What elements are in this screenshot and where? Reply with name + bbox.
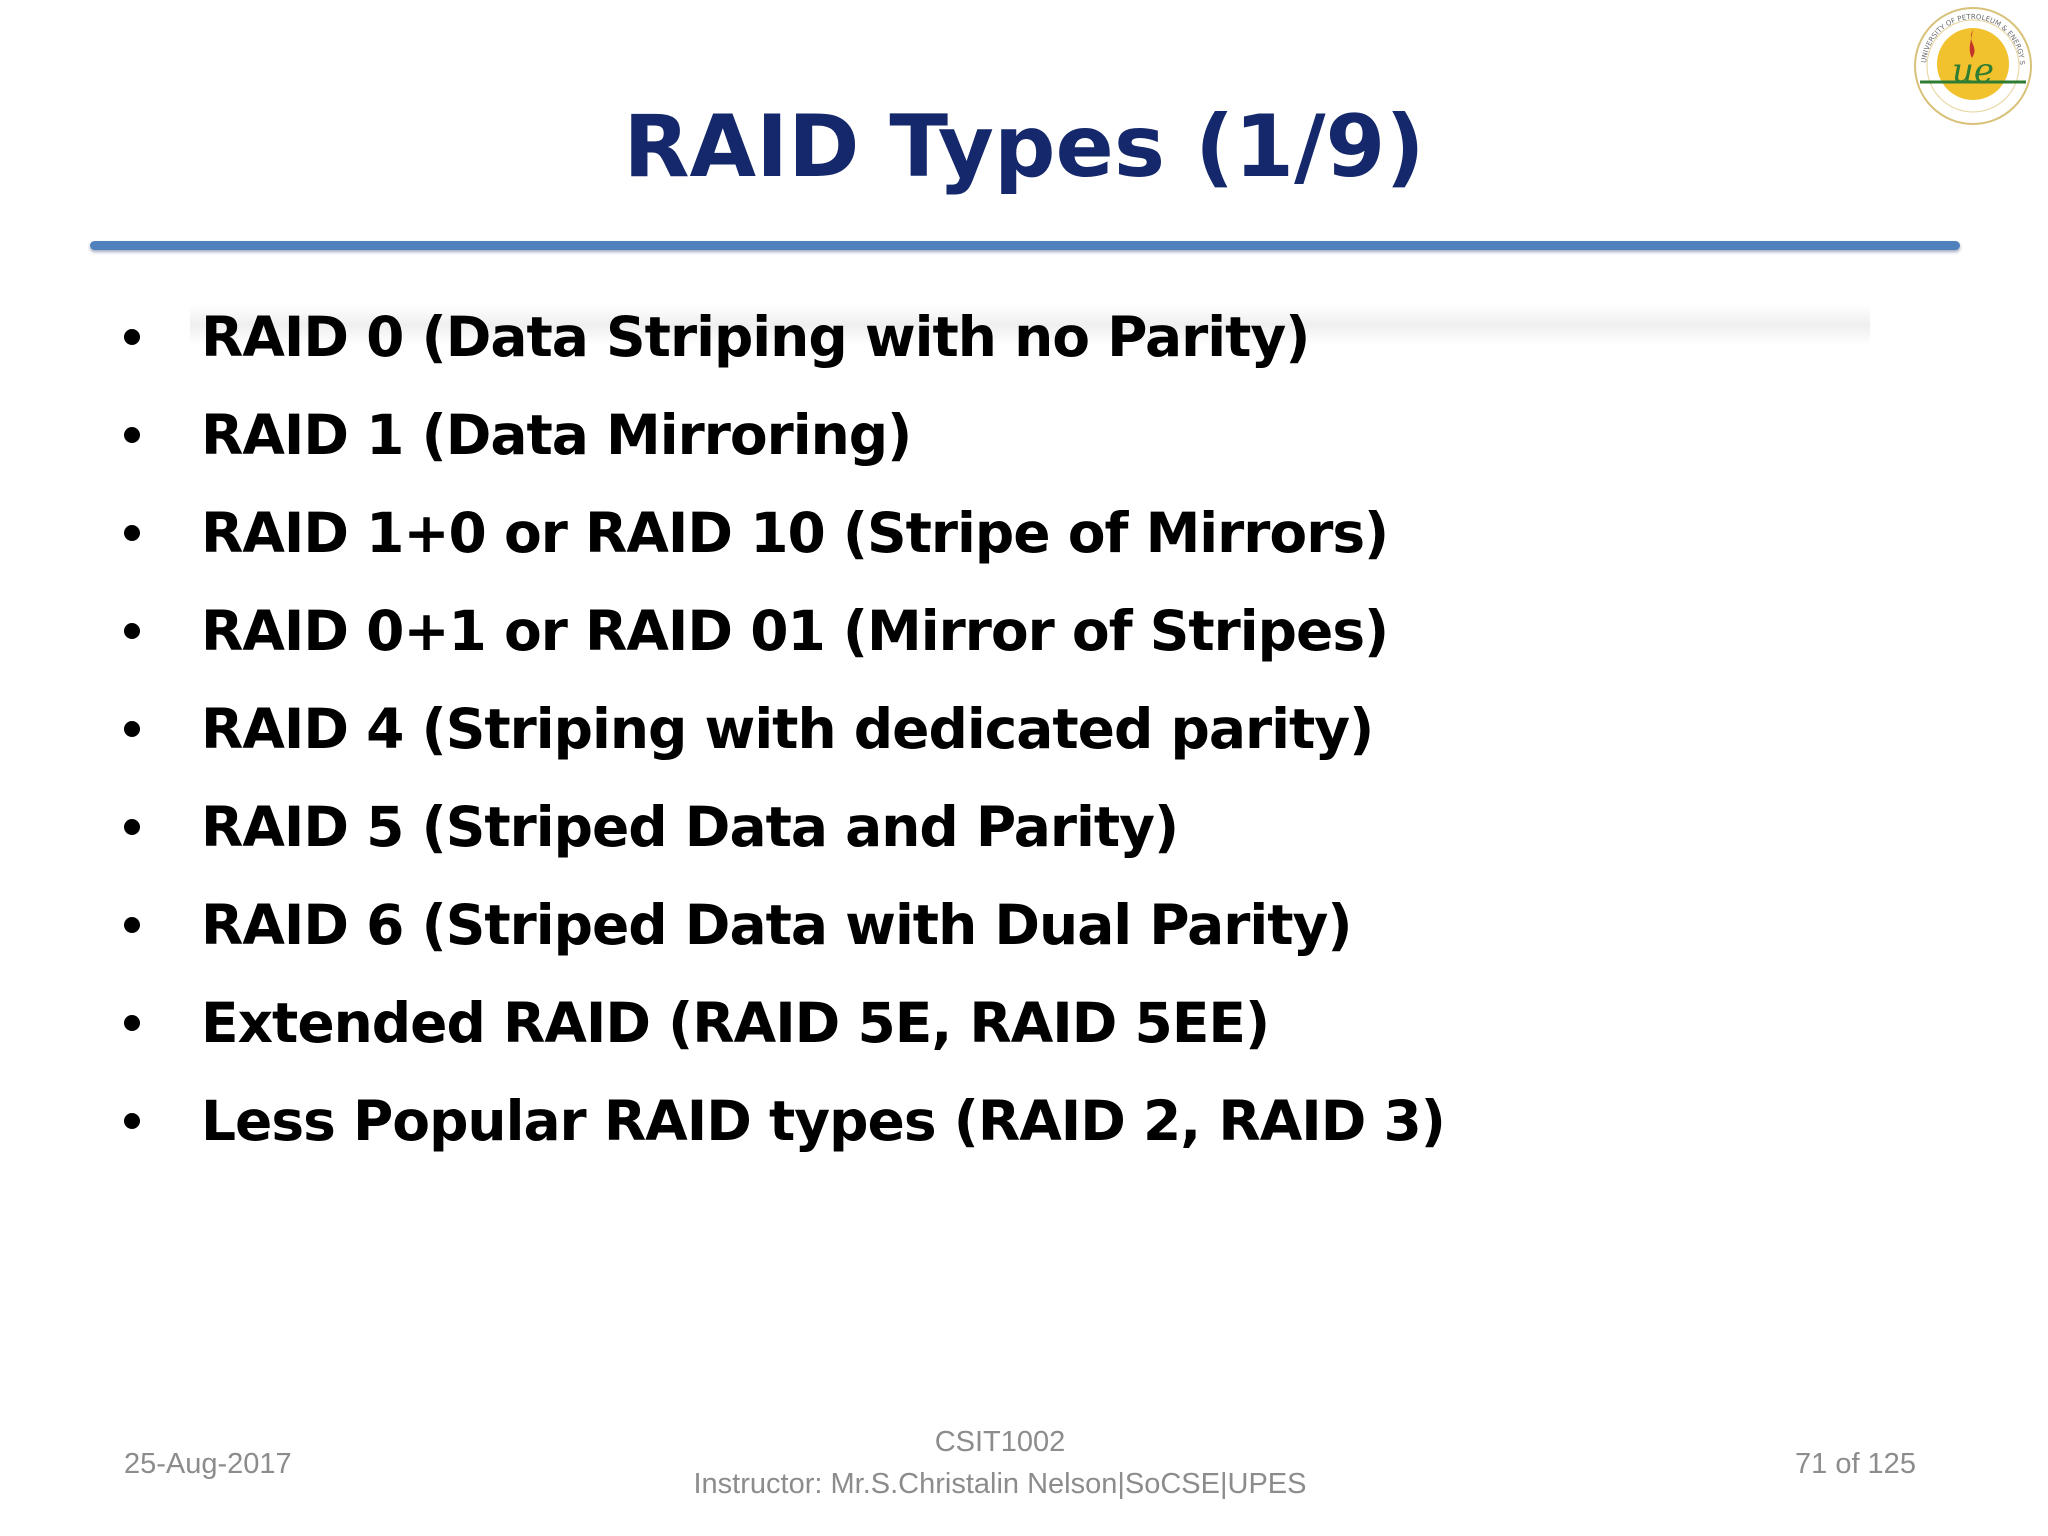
bullet-dot-icon (124, 427, 140, 443)
bullet-dot-icon (124, 721, 140, 737)
bullet-dot-icon (124, 917, 140, 933)
footer-instructor: Instructor: Mr.S.Christalin Nelson|SoCSE… (693, 1468, 1307, 1500)
highlight-band (190, 305, 1870, 345)
slide-title: RAID Types (1/9) (623, 97, 1425, 197)
bullet-text: RAID 5 (Striped Data and Parity) (201, 795, 1179, 859)
bullet-text: RAID 4 (Striping with dedicated parity) (201, 697, 1374, 761)
bullet-text: RAID 6 (Striped Data with Dual Parity) (201, 893, 1353, 957)
bullet-text: Extended RAID (RAID 5E, RAID 5EE) (201, 991, 1270, 1055)
footer-date: 25-Aug-2017 (124, 1448, 292, 1480)
footer-course-code: CSIT1002 (934, 1426, 1066, 1458)
bullet-text: Less Popular RAID types (RAID 2, RAID 3) (201, 1089, 1446, 1153)
bullet-text: RAID 1 (Data Mirroring) (201, 403, 912, 467)
upes-university-seal-icon: ue UNIVERSITY OF PETROLEUM & ENERGY STUD… (1910, 4, 2032, 125)
bullet-dot-icon (124, 623, 140, 639)
bullet-dot-icon (124, 1113, 140, 1129)
bullet-text: RAID 0 (Data Striping with no Parity) (201, 305, 1310, 369)
bullet-dot-icon (124, 329, 140, 345)
bullet-text: RAID 0+1 or RAID 01 (Mirror of Stripes) (201, 599, 1389, 663)
title-divider (90, 241, 1960, 250)
bullet-dot-icon (124, 1015, 140, 1031)
bullet-dot-icon (124, 525, 140, 541)
logo-text: ue (1952, 51, 1994, 91)
footer-page-number: 71 of 125 (1795, 1448, 1916, 1480)
bullet-dot-icon (124, 819, 140, 835)
bullet-text: RAID 1+0 or RAID 10 (Stripe of Mirrors) (201, 501, 1389, 565)
